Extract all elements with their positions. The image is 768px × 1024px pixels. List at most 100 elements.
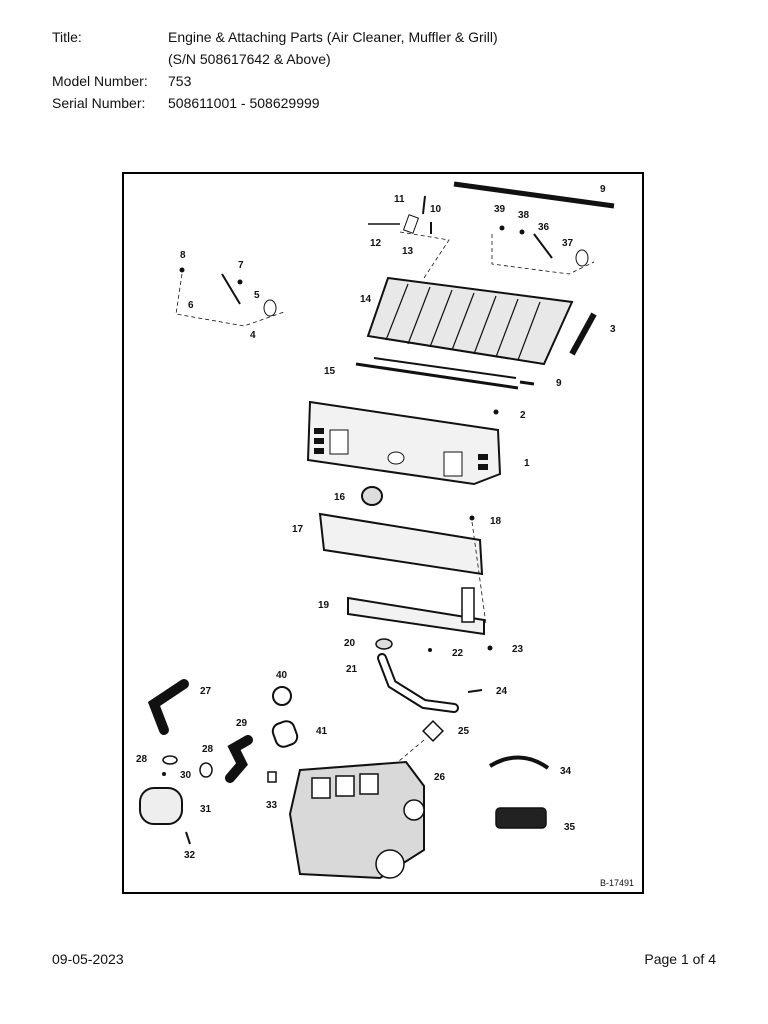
leader-upper-mid [399, 231, 450, 279]
footer-page-number: Page 1 of 4 [644, 951, 716, 967]
bolt-38 [519, 229, 525, 235]
callout-15: 15 [324, 366, 336, 377]
callout-28-right: 28 [202, 744, 214, 755]
callout-18: 18 [490, 516, 502, 527]
model-row: Model Number: 753 [52, 70, 498, 92]
callout-24: 24 [496, 686, 508, 697]
bolt-2 [493, 409, 499, 415]
callout-25: 25 [458, 726, 470, 737]
hose-27 [147, 679, 189, 735]
callout-22: 22 [452, 648, 464, 659]
serial-value: 508611001 - 508629999 [168, 95, 320, 111]
callout-16: 16 [334, 492, 346, 503]
bracket-19 [347, 596, 485, 636]
callout-21: 21 [346, 664, 358, 675]
pipe-21-inner [379, 655, 457, 711]
parts-diagram: 1 2 3 4 5 6 7 8 9 9 10 11 12 13 14 15 16… [122, 172, 644, 894]
bushing-37 [575, 249, 589, 267]
callout-29: 29 [236, 718, 248, 729]
screw-11 [422, 195, 426, 215]
bolt-32 [185, 831, 191, 845]
muffler-31 [139, 787, 183, 825]
callout-27: 27 [200, 686, 212, 697]
callout-8: 8 [180, 250, 186, 261]
leader-25 [385, 739, 425, 773]
callout-30: 30 [180, 770, 192, 781]
callout-31: 31 [200, 804, 212, 815]
gasket-25 [422, 720, 444, 742]
callout-38: 38 [518, 210, 530, 221]
bolt-24 [467, 689, 483, 693]
bolt-30 [162, 772, 166, 776]
seal-strip-3 [569, 312, 597, 356]
plug-16 [361, 486, 383, 506]
callout-41: 41 [316, 726, 328, 737]
hose-29 [225, 735, 253, 783]
bracket-13 [402, 214, 420, 234]
callout-6: 6 [188, 300, 194, 311]
callout-39: 39 [494, 204, 506, 215]
elbow-40 [272, 686, 292, 706]
bolt-8 [179, 267, 185, 273]
bolt-22 [428, 648, 432, 652]
callout-34: 34 [560, 766, 572, 777]
grill-14 [366, 276, 574, 366]
bolt-23 [487, 645, 493, 651]
callout-23: 23 [512, 644, 524, 655]
link-36 [533, 233, 553, 259]
callout-9: 9 [600, 184, 606, 195]
callout-32: 32 [184, 850, 196, 861]
bolt-7 [237, 279, 243, 285]
serial-label: Serial Number: [52, 95, 146, 111]
clip-33 [267, 771, 277, 783]
bolt-18 [469, 515, 475, 521]
panel-window-left [329, 429, 349, 455]
leader-18 [471, 521, 487, 625]
title-row: Title: Engine & Attaching Parts (Air Cle… [52, 26, 498, 70]
title-label: Title: [52, 29, 82, 45]
panel-port [387, 451, 405, 465]
callout-12: 12 [370, 238, 382, 249]
callout-26: 26 [434, 772, 446, 783]
callout-13: 13 [402, 246, 414, 257]
parts-diagram-drawing: 1 2 3 4 5 6 7 8 9 9 10 11 12 13 14 15 16… [136, 181, 634, 888]
callout-20: 20 [344, 638, 356, 649]
callout-28-left: 28 [136, 754, 148, 765]
callout-40: 40 [276, 670, 288, 681]
callout-14: 14 [360, 294, 372, 305]
clamp-28-left [162, 755, 178, 765]
model-value: 753 [168, 73, 192, 89]
bolt-9 [519, 380, 535, 386]
link-5 [221, 273, 241, 305]
seal-strip-top [453, 181, 615, 209]
callout-4: 4 [250, 330, 256, 341]
callout-10: 10 [430, 204, 442, 215]
callout-1: 1 [524, 458, 530, 469]
bolt-39 [499, 225, 505, 231]
cover-17 [318, 512, 484, 576]
ring-34 [488, 755, 550, 770]
document-header: Title: Engine & Attaching Parts (Air Cle… [52, 26, 498, 114]
panel-window-right [443, 451, 463, 477]
trim-15 [355, 362, 519, 390]
footer-date: 09-05-2023 [52, 951, 124, 967]
filter-35 [495, 807, 547, 829]
title-line-1: Engine & Attaching Parts (Air Cleaner, M… [168, 29, 498, 45]
clamp-28-right [199, 762, 213, 778]
seal-strip-9-lower [373, 357, 517, 379]
callout-11: 11 [394, 194, 405, 205]
bracket-post [461, 587, 475, 623]
leader-upper-right [491, 234, 595, 275]
callout-33: 33 [266, 800, 278, 811]
callout-36: 36 [538, 222, 550, 233]
title-line-2: (S/N 508617642 & Above) [168, 51, 331, 67]
clamp-20 [375, 638, 393, 650]
bushing-4 [263, 299, 277, 317]
callout-19: 19 [318, 600, 330, 611]
callout-2: 2 [520, 410, 526, 421]
figure-reference: B-17491 [600, 878, 634, 888]
callout-5: 5 [254, 290, 260, 301]
callout-3: 3 [610, 324, 616, 335]
callout-37: 37 [562, 238, 574, 249]
callout-9-lower: 9 [556, 378, 562, 389]
